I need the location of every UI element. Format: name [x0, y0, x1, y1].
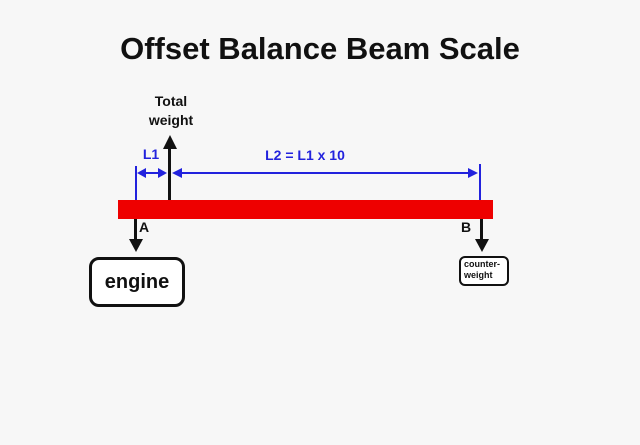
counterweight-box: counter- weight: [459, 256, 509, 286]
counterweight-label: counter- weight: [464, 259, 500, 280]
balance-beam: [118, 200, 493, 219]
total-weight-label: Total weight: [148, 93, 194, 128]
point-a-label: A: [139, 219, 150, 235]
load-arrow-a-head-icon: [129, 239, 143, 252]
total-weight-arrowhead-icon: [163, 135, 177, 149]
l2-label: L2 = L1 x 10: [265, 147, 345, 163]
l2-arrowhead-right-icon: [468, 168, 478, 178]
engine-label: engine: [104, 270, 170, 293]
dimension-tick-a: [135, 166, 137, 200]
load-arrow-b-line: [480, 219, 483, 241]
load-arrow-a-line: [134, 219, 137, 241]
l1-arrowhead-right-icon: [158, 168, 167, 178]
engine-box: engine: [89, 257, 185, 307]
l1-arrowhead-left-icon: [137, 168, 146, 178]
l1-label: L1: [142, 146, 160, 162]
dimension-tick-b: [479, 164, 481, 200]
load-arrow-b-head-icon: [475, 239, 489, 252]
l1-dimension-line: [142, 172, 162, 174]
page-title: Offset Balance Beam Scale: [120, 31, 520, 66]
l2-dimension-line: [180, 172, 470, 174]
point-b-label: B: [461, 219, 472, 235]
l2-arrowhead-left-icon: [172, 168, 182, 178]
total-weight-arrow-line: [168, 147, 171, 200]
